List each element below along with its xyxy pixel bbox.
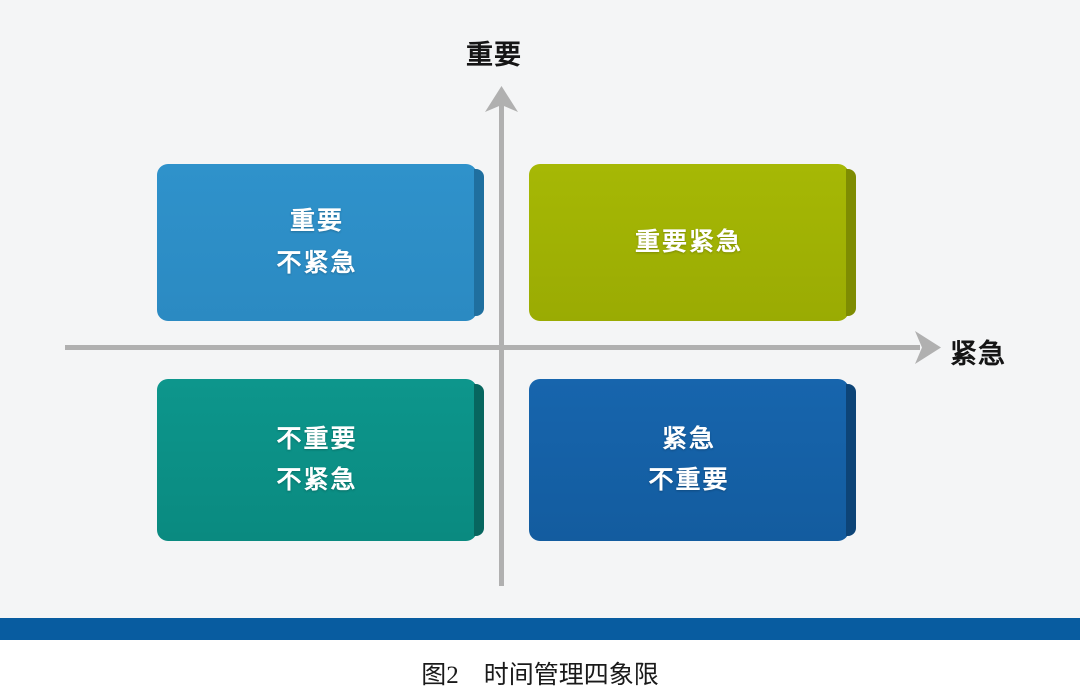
quadrant-label-line1: 紧急: [661, 424, 716, 453]
figure-caption: 图2 时间管理四象限: [421, 662, 659, 689]
quadrant-label-line1: 重要: [289, 207, 344, 236]
arrow-up-icon: [484, 86, 519, 122]
x-axis-line: [65, 345, 920, 350]
quadrant-label-line1: 重要紧急: [634, 227, 743, 256]
caption-strip: [0, 640, 1080, 699]
quadrant-3d-edge: [846, 384, 856, 536]
x-axis-label: 紧急: [950, 339, 1006, 369]
y-axis-label: 重要: [466, 40, 522, 70]
quadrant-important-not-urgent[interactable]: 重要 不紧急: [157, 164, 484, 321]
quadrant-label-line2: 不重要: [648, 466, 730, 494]
quadrant-not-important-not-urgent[interactable]: 不重要 不紧急: [157, 379, 484, 541]
arrow-right-icon: [905, 330, 941, 365]
quadrant-3d-edge: [474, 384, 484, 536]
quadrant-label-line2: 不紧急: [276, 466, 358, 494]
quadrant-label-line1: 不重要: [276, 424, 358, 453]
accent-bar: [0, 618, 1080, 640]
quadrant-3d-edge: [474, 169, 484, 316]
quadrant-3d-edge: [846, 169, 856, 316]
quadrant-important-urgent[interactable]: 重要紧急: [529, 164, 856, 321]
quadrant-label-line2: 不紧急: [276, 248, 358, 277]
quadrant-urgent-not-important[interactable]: 紧急 不重要: [529, 379, 856, 541]
